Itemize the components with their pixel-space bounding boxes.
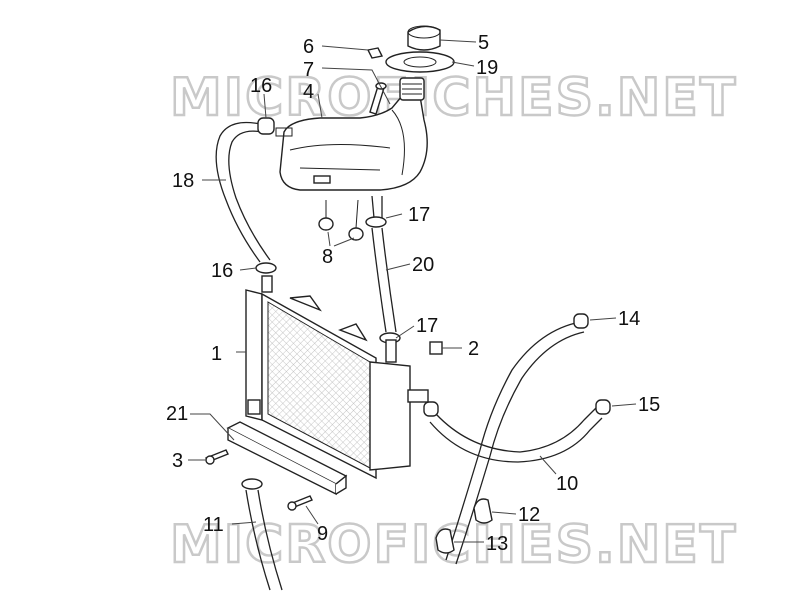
clamp-14 — [573, 313, 589, 329]
sealing-ring — [385, 51, 455, 73]
callout-3: 3 — [172, 450, 183, 472]
callout-16-top: 16 — [250, 75, 272, 97]
callout-17-top: 17 — [408, 204, 430, 226]
clip — [429, 341, 443, 355]
callout-10: 10 — [556, 473, 578, 495]
callout-14: 14 — [618, 308, 640, 330]
hose-10 — [429, 321, 603, 565]
callout-16-bottom: 16 — [211, 260, 233, 282]
hose-11 — [245, 489, 283, 591]
callout-11: 11 — [203, 514, 224, 536]
rubber-mounts — [318, 199, 364, 241]
callout-8: 8 — [322, 246, 333, 268]
callout-7: 7 — [303, 59, 314, 81]
callout-15: 15 — [638, 394, 660, 416]
callout-9: 9 — [317, 523, 328, 545]
callout-20: 20 — [412, 254, 434, 276]
callout-1: 1 — [211, 343, 222, 365]
callout-13: 13 — [486, 533, 508, 555]
callout-18: 18 — [172, 170, 194, 192]
clamp-16-top — [257, 117, 275, 135]
clamp-17-top — [365, 216, 387, 228]
radiator — [245, 275, 429, 480]
callout-2: 2 — [468, 338, 479, 360]
callout-4: 4 — [303, 81, 314, 103]
hose-18 — [215, 121, 271, 263]
hose-20 — [371, 195, 397, 333]
callout-5: 5 — [478, 32, 489, 54]
tank-neck — [399, 77, 425, 101]
callout-21: 21 — [166, 403, 188, 425]
hose-clip-12 — [473, 498, 493, 524]
bolt — [369, 82, 387, 115]
callout-6: 6 — [303, 36, 314, 58]
leader-lines — [188, 39, 637, 543]
screw-9 — [287, 495, 313, 511]
tank-cap — [407, 25, 441, 51]
callout-12: 12 — [518, 504, 540, 526]
small-nut — [366, 47, 384, 59]
clamp-15 — [595, 399, 611, 415]
clamp-hose-11 — [241, 478, 263, 490]
clamp-16-bottom — [255, 262, 277, 274]
hose-clip-13 — [435, 528, 455, 554]
expansion-tank — [275, 95, 428, 191]
screw-3 — [205, 449, 229, 465]
callout-19: 19 — [476, 57, 498, 79]
callout-17-bottom: 17 — [416, 315, 438, 337]
clamp-radiator-outlet — [423, 401, 439, 417]
